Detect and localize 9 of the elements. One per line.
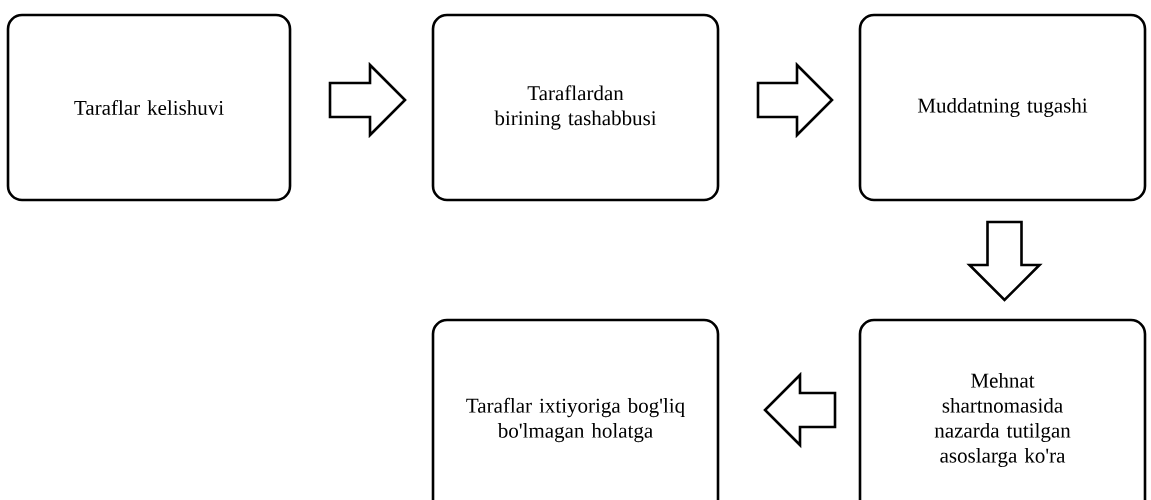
block-arrow [763, 371, 837, 449]
block-arrow [328, 61, 407, 139]
process-box: Taraflar ixtiyoriga bog'liq bo'lmagan holatga [431, 318, 720, 500]
process-box: Taraflardan birining tashabbusi [431, 13, 720, 202]
process-box: Mehnat shartnomasida nazarda tutilgan asoslarga ko'ra [858, 318, 1147, 500]
process-box: Muddatning tugashi [858, 13, 1147, 202]
block-arrow [966, 220, 1043, 302]
block-arrow [756, 61, 834, 139]
process-box: Taraflar kelishuvi [6, 13, 292, 202]
